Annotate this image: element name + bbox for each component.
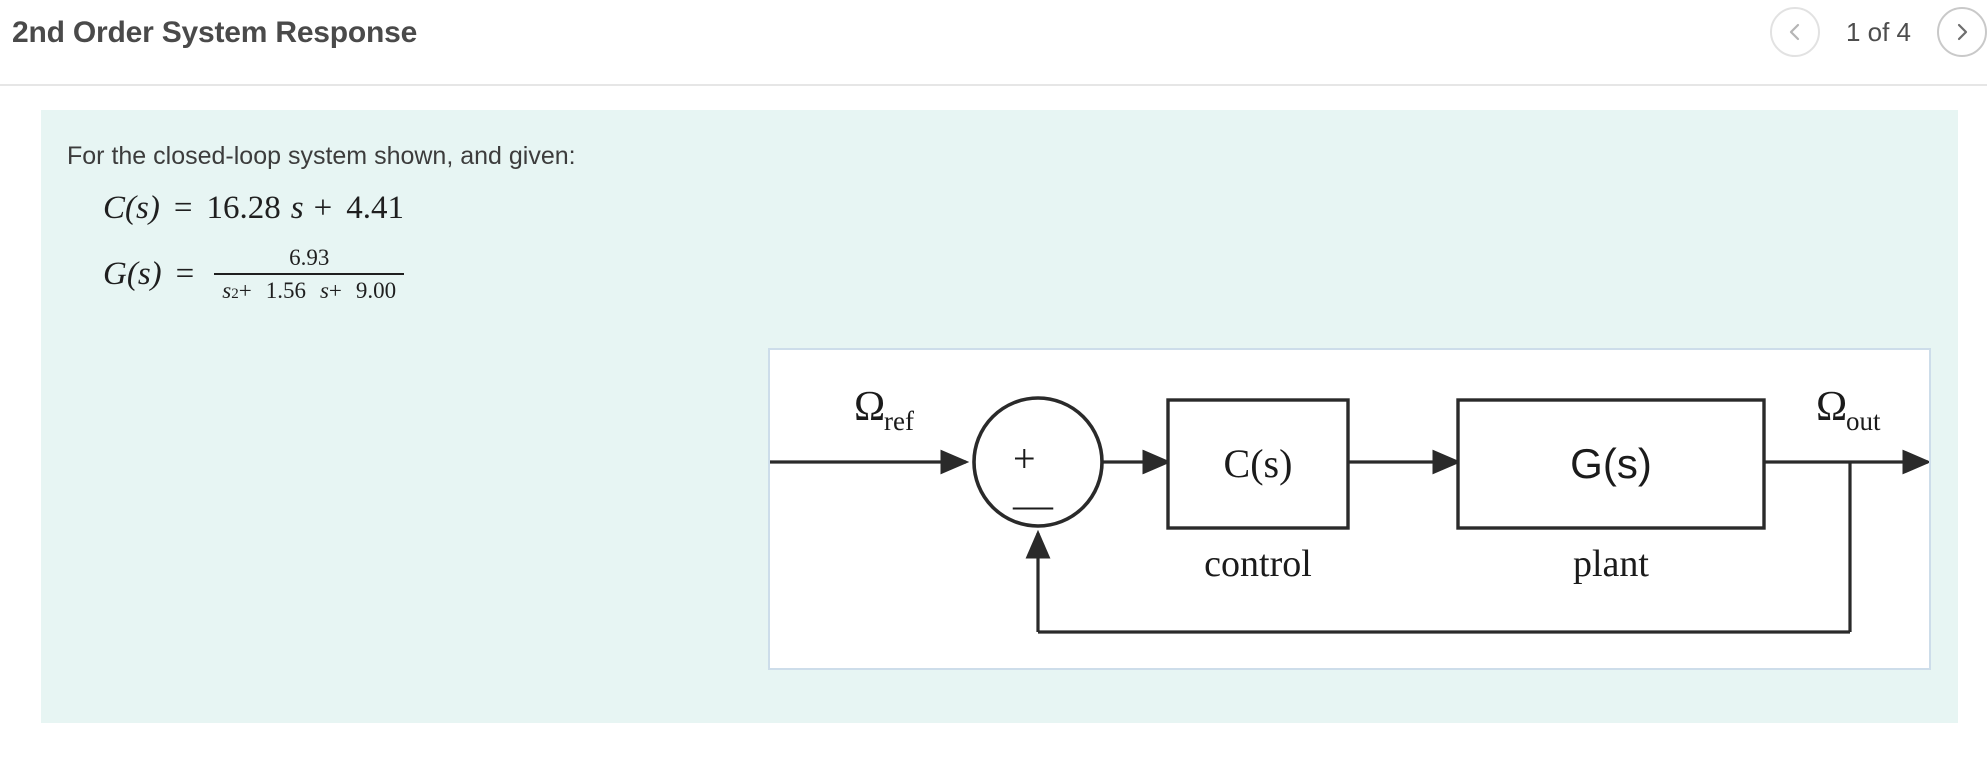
summing-junction-plus-sign: +	[1013, 436, 1036, 481]
denominator-constant: 9.00	[355, 277, 397, 303]
page-title: 2nd Order System Response	[12, 16, 418, 49]
page-indicator: 1 of 4	[1845, 16, 1911, 47]
question-prompt: For the closed-loop system shown, and gi…	[67, 142, 576, 170]
equation-plant-lhs: G(s)	[103, 255, 162, 292]
summing-junction	[972, 396, 1104, 528]
chevron-left-icon	[1784, 21, 1806, 43]
summing-junction-minus-sign: —	[1012, 482, 1054, 527]
page-header: 2nd Order System Response 1 of 4	[0, 0, 1987, 86]
omega-ref-subscript: ref	[884, 406, 914, 436]
question-card: For the closed-loop system shown, and gi…	[41, 110, 1958, 723]
denominator-exponent: 2	[231, 285, 239, 302]
controller-block-label: C(s)	[1224, 441, 1293, 486]
fraction-bar	[214, 273, 405, 275]
equation-plant-numerator: 6.93	[289, 245, 330, 270]
omega-ref-symbol: Ω	[854, 384, 885, 430]
previous-page-button[interactable]	[1769, 7, 1820, 57]
equation-controller-gain: 16.28	[206, 190, 281, 226]
controller-block	[1166, 398, 1350, 530]
equation-controller: C(s) = 16.28 s + 4.41	[103, 190, 414, 227]
denominator-damping-coeff: 1.56	[265, 277, 306, 303]
block-diagram-figure: + — C(s) control G(s) plant Ω ref Ω out	[768, 348, 1931, 670]
equation-plant-equals: =	[175, 255, 195, 292]
denominator-op2: +	[328, 277, 342, 303]
block-diagram-svg: + — C(s) control G(s) plant Ω ref Ω out	[770, 384, 1929, 634]
denominator-op1: +	[238, 277, 252, 303]
plant-block-label: G(s)	[1570, 440, 1652, 487]
equation-controller-lhs: C(s)	[103, 190, 160, 226]
chevron-right-icon	[1951, 21, 1973, 43]
denominator-variable: s	[319, 277, 329, 303]
equation-controller-constant: 4.41	[346, 190, 404, 226]
equation-controller-operator: +	[313, 190, 333, 226]
omega-out-subscript: out	[1846, 406, 1881, 436]
omega-out-symbol: Ω	[1816, 384, 1847, 430]
next-page-button[interactable]	[1937, 7, 1987, 57]
equation-controller-equals: =	[173, 190, 193, 226]
pagination-controls: 1 of 4	[1769, 7, 1987, 57]
plant-block-caption: plant	[1573, 543, 1649, 585]
equation-controller-variable: s	[290, 190, 304, 226]
denominator-s-term: s	[222, 277, 232, 303]
input-signal-label: Ω ref	[854, 384, 914, 436]
controller-block-caption: control	[1204, 543, 1312, 585]
plant-block	[1456, 398, 1766, 530]
output-signal-label: Ω out	[1816, 384, 1881, 436]
